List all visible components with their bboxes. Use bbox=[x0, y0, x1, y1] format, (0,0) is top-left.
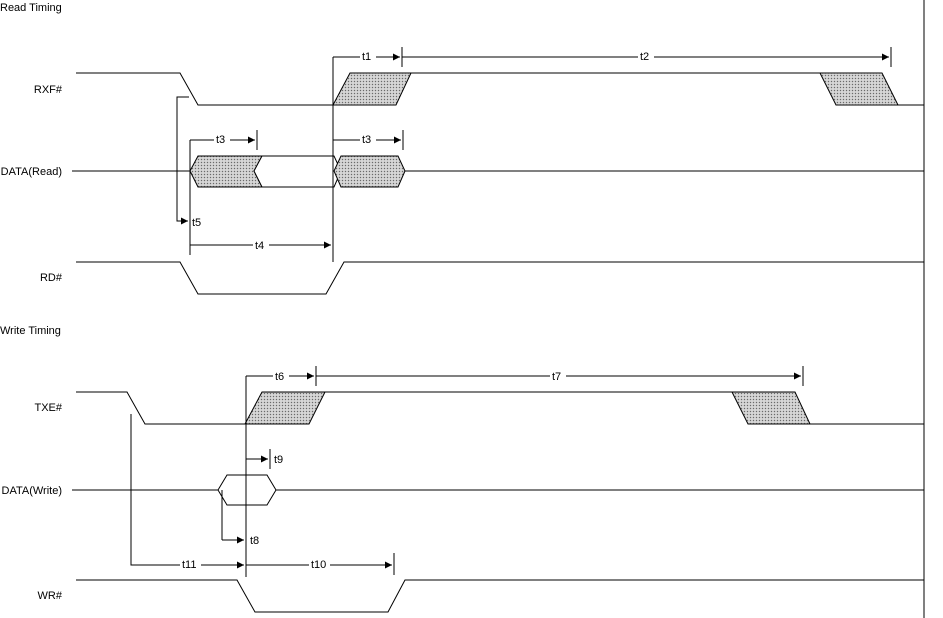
t2-label: t2 bbox=[640, 51, 649, 63]
wr-waveform bbox=[76, 579, 924, 613]
t4-marker: t4 bbox=[190, 239, 331, 252]
t10-label: t10 bbox=[311, 559, 326, 571]
t9-marker: t9 bbox=[246, 449, 283, 469]
t7-label: t7 bbox=[552, 371, 561, 383]
t8-marker: t8 bbox=[222, 535, 259, 547]
t1-label: t1 bbox=[362, 51, 371, 63]
rd-label: RD# bbox=[40, 272, 63, 284]
write-timing-title: Write Timing bbox=[0, 325, 61, 337]
data-write-label: DATA(Write) bbox=[2, 485, 63, 497]
rxf-label: RXF# bbox=[34, 84, 63, 96]
t4-label: t4 bbox=[255, 240, 264, 252]
t3b-label: t3 bbox=[362, 134, 371, 146]
wr-label: WR# bbox=[38, 590, 63, 602]
data-write-waveform bbox=[72, 474, 924, 506]
rd-waveform bbox=[76, 261, 924, 295]
txe-label: TXE# bbox=[34, 402, 62, 414]
t1-marker: t1 bbox=[333, 47, 403, 67]
t11-label: t11 bbox=[182, 559, 196, 571]
data-read-label: DATA(Read) bbox=[1, 166, 62, 178]
t7-marker: t7 bbox=[316, 366, 804, 386]
t5-marker: t5 bbox=[176, 96, 201, 229]
t3a-label: t3 bbox=[216, 134, 225, 146]
t8-label: t8 bbox=[250, 535, 259, 547]
t3b-marker: t3 bbox=[333, 130, 404, 150]
read-timing-title: Read Timing bbox=[0, 2, 62, 14]
txe-waveform bbox=[76, 391, 924, 425]
t6-marker: t6 bbox=[246, 366, 317, 386]
t11-marker: t11 bbox=[130, 414, 244, 571]
t9-label: t9 bbox=[274, 454, 283, 466]
t5-label: t5 bbox=[192, 217, 201, 229]
t2-marker: t2 bbox=[402, 47, 892, 67]
t3a-marker: t3 bbox=[190, 130, 258, 150]
t6-label: t6 bbox=[275, 371, 284, 383]
t10-marker: t10 bbox=[246, 553, 395, 575]
data-read-waveform bbox=[72, 155, 924, 188]
rxf-waveform bbox=[76, 72, 924, 106]
